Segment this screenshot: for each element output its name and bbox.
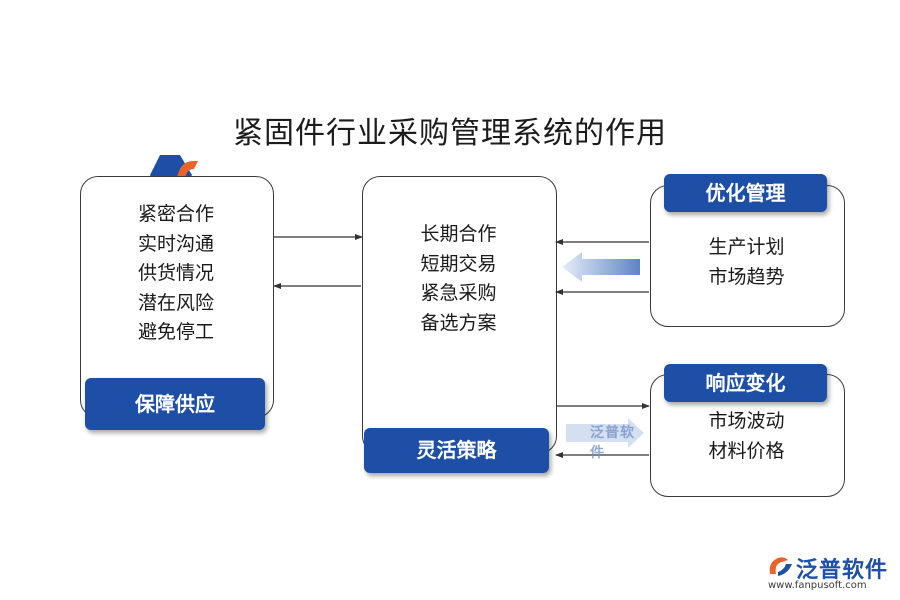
list-item: 市场波动 [708, 410, 785, 432]
list-item: 潜在风险 [137, 291, 214, 314]
list-item: 材料价格 [708, 439, 785, 462]
top-right-item-list: 生产计划 市场趋势 [680, 233, 813, 292]
top-right-banner: 优化管理 [664, 174, 827, 212]
left-box [80, 176, 274, 418]
list-item: 短期交易 [420, 252, 497, 275]
brand-url: www.fanpusoft.com [768, 580, 867, 591]
bottom-right-item-list: 市场波动 材料价格 [680, 407, 813, 466]
center-item-list: 长期合作 短期交易 紧急采购 备选方案 [392, 220, 525, 338]
list-item: 避免停工 [137, 321, 214, 343]
list-item: 长期合作 [420, 223, 497, 245]
brand-logo: 泛普软件 www.fanpusoft.com [766, 552, 896, 596]
fanpu-logo-icon [769, 557, 792, 576]
list-item: 市场趋势 [708, 265, 785, 288]
watermark-text: 泛普软件 [590, 425, 635, 461]
center-banner: 灵活策略 [364, 428, 549, 473]
diagram-title: 紧固件行业采购管理系统的作用 [233, 116, 667, 151]
brand-name: 泛普软件 [796, 558, 889, 583]
big-arrow-icon [562, 252, 640, 282]
arrow-icon [566, 418, 644, 448]
left-banner: 保障供应 [85, 378, 265, 430]
left-item-list: 紧密合作 实时沟通 供货情况 潜在风险 避免停工 [110, 200, 242, 348]
list-item: 供货情况 [137, 262, 214, 284]
bottom-right-banner: 响应变化 [664, 364, 827, 402]
watermark-arrow: 泛普软件 [564, 416, 646, 461]
list-item: 生产计划 [708, 236, 785, 258]
list-item: 实时沟通 [137, 232, 214, 255]
list-item: 紧急采购 [420, 282, 497, 304]
list-item: 紧密合作 [137, 203, 214, 225]
list-item: 备选方案 [420, 311, 497, 334]
